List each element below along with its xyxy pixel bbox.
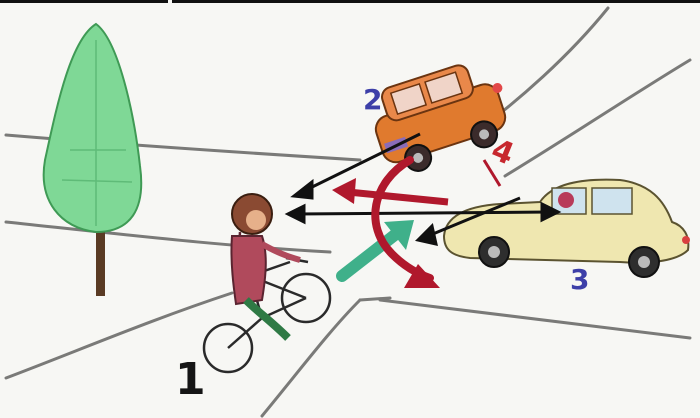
cyclist-number-label: 1: [175, 358, 206, 402]
yellow-car-icon: [444, 180, 690, 277]
cyclist-head-icon: [232, 194, 272, 234]
yellow-car-number-label: 3: [570, 266, 589, 294]
orange-car-number-label: 2: [363, 86, 382, 114]
tree-icon: [44, 24, 142, 296]
cyclist-icon: [204, 232, 330, 372]
